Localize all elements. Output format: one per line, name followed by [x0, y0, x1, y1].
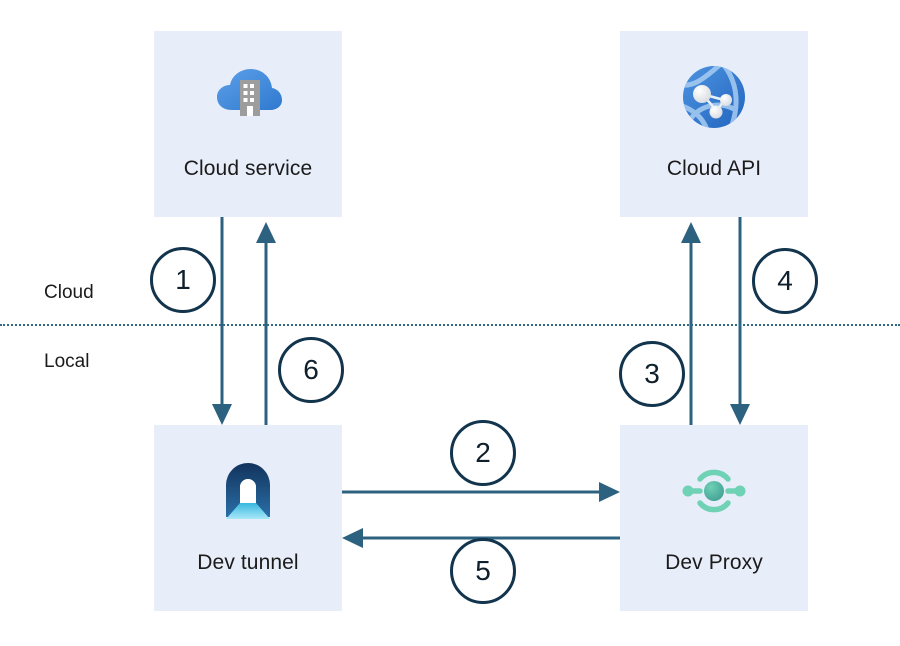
- cloud-local-divider: [0, 324, 900, 326]
- cloud-building-icon: [217, 69, 282, 116]
- globe-network-icon: [683, 66, 745, 128]
- zone-label-cloud: Cloud: [44, 282, 94, 303]
- flow-arrow-1: [212, 217, 232, 425]
- step-badge-5: 5: [450, 538, 516, 604]
- node-dev-proxy[interactable]: Dev Proxy: [620, 425, 808, 611]
- proxy-target-icon: [682, 469, 746, 513]
- step-badge-6: 6: [278, 337, 344, 403]
- node-label-cloud-service: Cloud service: [183, 157, 313, 180]
- node-cloud-service[interactable]: Cloud service: [154, 31, 342, 217]
- node-dev-tunnel[interactable]: Dev tunnel: [154, 425, 342, 611]
- zone-label-local: Local: [44, 351, 90, 372]
- node-label-dev-tunnel: Dev tunnel: [197, 551, 299, 574]
- node-label-cloud-api: Cloud API: [666, 157, 762, 180]
- node-label-dev-proxy: Dev Proxy: [665, 551, 763, 574]
- tunnel-icon: [226, 463, 270, 519]
- flow-arrow-4: [730, 217, 750, 425]
- step-badge-1: 1: [150, 247, 216, 313]
- step-badge-3: 3: [619, 341, 685, 407]
- step-badge-2: 2: [450, 420, 516, 486]
- step-badge-4: 4: [752, 248, 818, 314]
- node-cloud-api[interactable]: Cloud API: [620, 31, 808, 217]
